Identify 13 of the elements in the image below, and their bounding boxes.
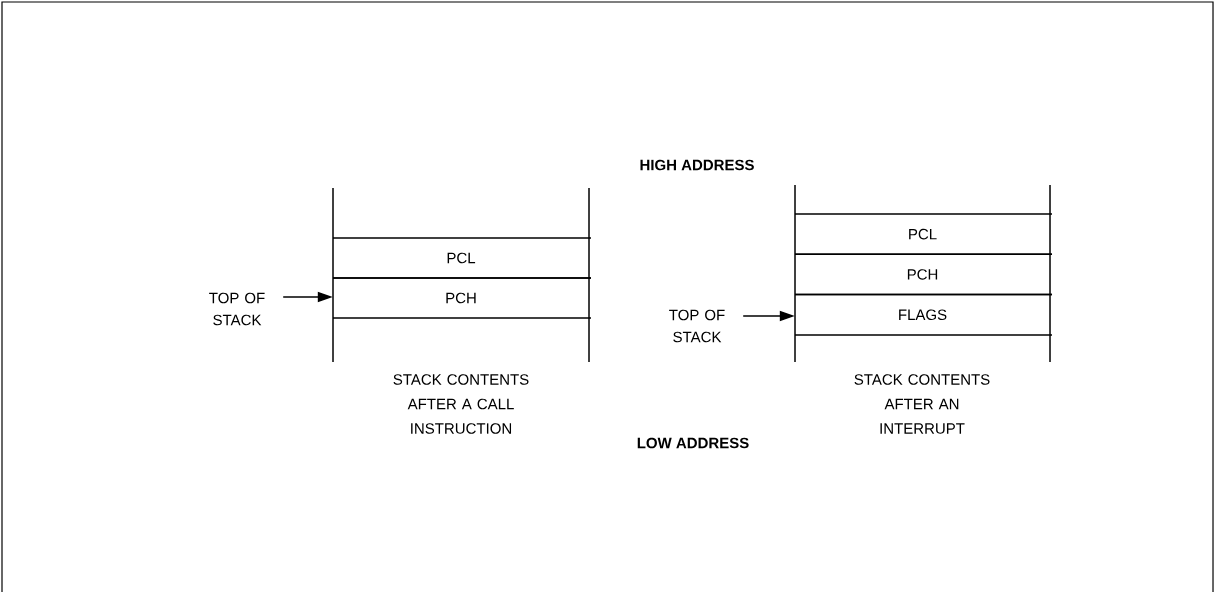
pointer-label: TOP OF STACK [669, 309, 725, 343]
stack-column [794, 184, 1051, 363]
address-label: LOW ADDRESS [637, 437, 749, 449]
stack-cell: FLAGS [794, 309, 1053, 336]
pointer-label: TOP OF STACK [209, 292, 265, 326]
stack-cell: PCH [332, 292, 592, 319]
stack-caption: STACK CONTENTS AFTER A CALL INSTRUCTION [393, 374, 529, 434]
stack-cell: PCH [794, 269, 1053, 296]
stack-cell: PCL [332, 237, 592, 279]
stack-caption: STACK CONTENTS AFTER AN INTERRUPT [854, 374, 990, 434]
stack-cell: PCL [794, 213, 1053, 256]
address-label: HIGH ADDRESS [640, 159, 754, 171]
stack-column [332, 187, 590, 363]
